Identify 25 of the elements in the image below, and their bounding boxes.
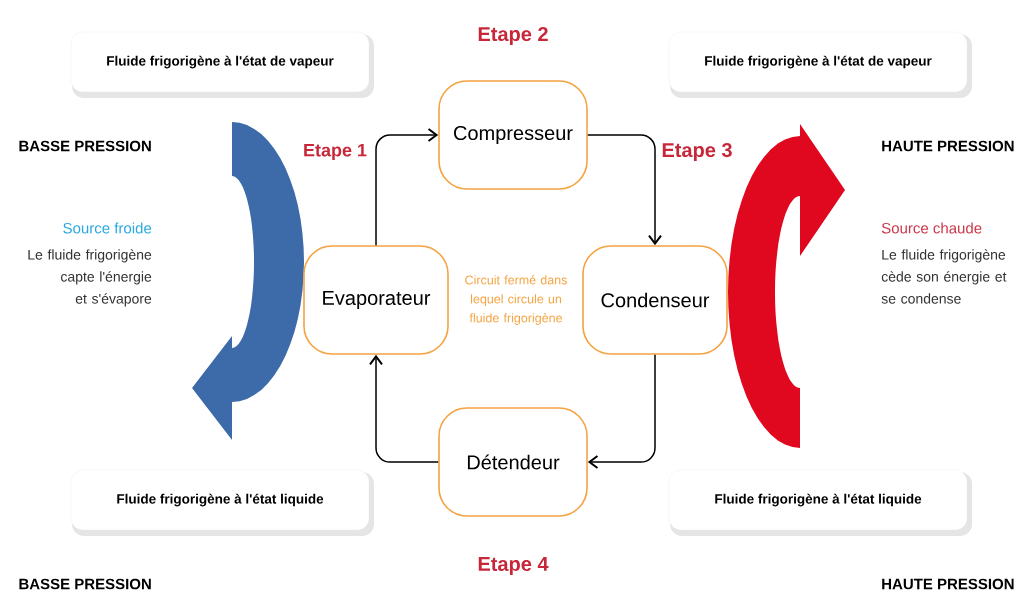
center-note: Circuit fermé dans lequel circule un fluide frigorigène bbox=[465, 275, 567, 325]
pressure-label: HAUTE PRESSION bbox=[882, 140, 1014, 152]
step-label: Etape 4 bbox=[478, 557, 549, 575]
state-box: Fluide frigorigène à l'état de vapeur bbox=[70, 31, 374, 98]
component-box: Compresseur bbox=[438, 80, 588, 190]
source-label: Source froide bbox=[63, 222, 152, 234]
state-box: Fluide frigorigène à l'état liquide bbox=[70, 469, 374, 536]
pressure-label: BASSE PRESSION bbox=[19, 140, 151, 152]
step-label: Etape 1 bbox=[304, 143, 367, 161]
step-label: Etape 2 bbox=[478, 26, 548, 46]
arrow bbox=[587, 354, 656, 469]
arrow bbox=[375, 128, 439, 246]
component-box: Condenseur bbox=[582, 245, 728, 355]
step-label: Etape 3 bbox=[662, 142, 732, 162]
component-box: Détendeur bbox=[438, 407, 588, 517]
pressure-label: BASSE PRESSION bbox=[19, 578, 151, 590]
arrow bbox=[587, 134, 662, 246]
source-label: Source chaude bbox=[881, 222, 982, 234]
state-box: Fluide frigorigène à l'état de vapeur bbox=[668, 31, 972, 98]
arrow bbox=[369, 354, 439, 463]
component-box: Evaporateur bbox=[303, 245, 449, 355]
description-text: Le fluide frigorigène capte l'énergie et s'évapore bbox=[28, 249, 152, 307]
state-box: Fluide frigorigène à l'état liquide bbox=[668, 469, 972, 536]
description-text: Le fluide frigorigène cède son énergie et se condense bbox=[881, 249, 1007, 304]
pressure-label: HAUTE PRESSION bbox=[882, 578, 1014, 590]
